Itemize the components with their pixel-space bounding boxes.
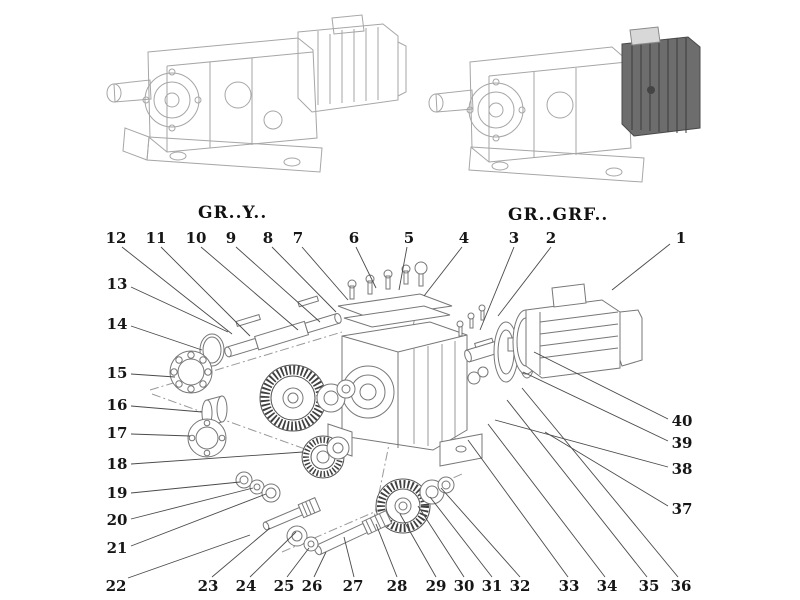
callout-34: 34 xyxy=(596,577,618,595)
callout-2: 2 xyxy=(545,229,557,247)
leader-line-26 xyxy=(313,551,327,578)
callout-35: 35 xyxy=(638,577,660,595)
callout-33: 33 xyxy=(558,577,580,595)
callout-7: 7 xyxy=(292,229,304,247)
callout-24: 24 xyxy=(235,577,257,595)
leader-line-22 xyxy=(127,534,251,579)
leader-line-31 xyxy=(429,496,493,578)
callout-6: 6 xyxy=(348,229,360,247)
leader-line-5 xyxy=(398,246,408,291)
input-shaft-part xyxy=(224,295,342,358)
leader-line-32 xyxy=(440,487,521,578)
leader-line-11 xyxy=(160,246,251,337)
output-gear-part xyxy=(375,476,455,534)
callout-23: 23 xyxy=(197,577,219,595)
leader-line-18 xyxy=(130,451,304,465)
callout-39: 39 xyxy=(671,434,693,452)
leader-line-33 xyxy=(467,439,569,578)
callout-38: 38 xyxy=(671,460,693,478)
leader-line-6 xyxy=(355,246,377,289)
callout-31: 31 xyxy=(481,577,503,595)
leader-line-20 xyxy=(130,487,254,520)
callout-21: 21 xyxy=(106,539,128,557)
leader-line-29 xyxy=(399,513,437,578)
leader-line-2 xyxy=(497,246,552,317)
leader-line-40 xyxy=(533,351,669,420)
callout-14: 14 xyxy=(106,315,128,333)
leader-line-25 xyxy=(286,547,310,578)
callout-13: 13 xyxy=(106,275,128,293)
exploded-view xyxy=(149,261,643,556)
leader-line-24 xyxy=(249,531,297,578)
leader-line-1 xyxy=(611,243,671,291)
leader-line-14 xyxy=(130,325,203,351)
assembled-view-left xyxy=(106,14,407,173)
callout-12: 12 xyxy=(105,229,127,247)
leader-line-37 xyxy=(544,431,669,507)
callout-26: 26 xyxy=(301,577,323,595)
leader-line-17 xyxy=(130,433,191,437)
washer-parts-mid xyxy=(316,379,356,413)
callout-18: 18 xyxy=(106,455,128,473)
top-cover-part xyxy=(337,261,453,328)
leader-line-21 xyxy=(130,493,267,547)
leader-line-4 xyxy=(423,246,463,297)
assembled-view-right xyxy=(428,26,701,183)
callout-15: 15 xyxy=(106,364,128,382)
callout-30: 30 xyxy=(453,577,475,595)
callout-22: 22 xyxy=(105,577,127,595)
leader-line-23 xyxy=(211,527,271,578)
leader-line-38 xyxy=(494,419,669,468)
callout-28: 28 xyxy=(386,577,408,595)
callout-40: 40 xyxy=(671,412,693,430)
callout-8: 8 xyxy=(262,229,274,247)
callout-27: 27 xyxy=(342,577,364,595)
callout-17: 17 xyxy=(106,424,128,442)
callout-5: 5 xyxy=(403,229,415,247)
leader-line-10 xyxy=(200,246,299,331)
leader-line-30 xyxy=(417,505,465,578)
callout-37: 37 xyxy=(671,500,693,518)
leader-line-36 xyxy=(521,387,679,578)
flange-bolts xyxy=(456,304,486,337)
callout-11: 11 xyxy=(145,229,167,247)
callout-4: 4 xyxy=(458,229,470,247)
leader-line-34 xyxy=(487,423,606,578)
callout-29: 29 xyxy=(425,577,447,595)
callout-10: 10 xyxy=(185,229,207,247)
callout-16: 16 xyxy=(106,396,128,414)
leader-line-28 xyxy=(375,523,398,578)
motor-part xyxy=(507,283,643,379)
leader-line-19 xyxy=(130,481,241,494)
cover-bolts xyxy=(347,261,428,300)
callout-32: 32 xyxy=(509,577,531,595)
callout-19: 19 xyxy=(106,484,128,502)
model-label-left: GR..Y.. xyxy=(198,203,268,223)
gear-cluster-part xyxy=(301,435,350,479)
leader-line-3 xyxy=(479,246,515,331)
small-washer-parts xyxy=(235,471,281,503)
leader-line-39 xyxy=(522,371,669,442)
leader-line-13 xyxy=(130,286,229,333)
callout-3: 3 xyxy=(508,229,520,247)
callout-1: 1 xyxy=(675,229,687,247)
leader-line-9 xyxy=(235,246,321,323)
output-shaft-part xyxy=(286,510,393,556)
leader-line-7 xyxy=(301,246,349,301)
model-label-right: GR..GRF.. xyxy=(508,205,609,225)
leader-line-8 xyxy=(271,246,337,313)
bearing-and-ring-parts xyxy=(169,333,228,458)
leader-line-15 xyxy=(130,373,176,378)
leader-line-12 xyxy=(121,246,233,335)
callout-20: 20 xyxy=(106,511,128,529)
callout-25: 25 xyxy=(273,577,295,595)
callout-36: 36 xyxy=(670,577,692,595)
leader-line-16 xyxy=(130,405,203,413)
leader-line-35 xyxy=(506,399,648,578)
leader-line-27 xyxy=(343,536,355,578)
callout-9: 9 xyxy=(225,229,237,247)
